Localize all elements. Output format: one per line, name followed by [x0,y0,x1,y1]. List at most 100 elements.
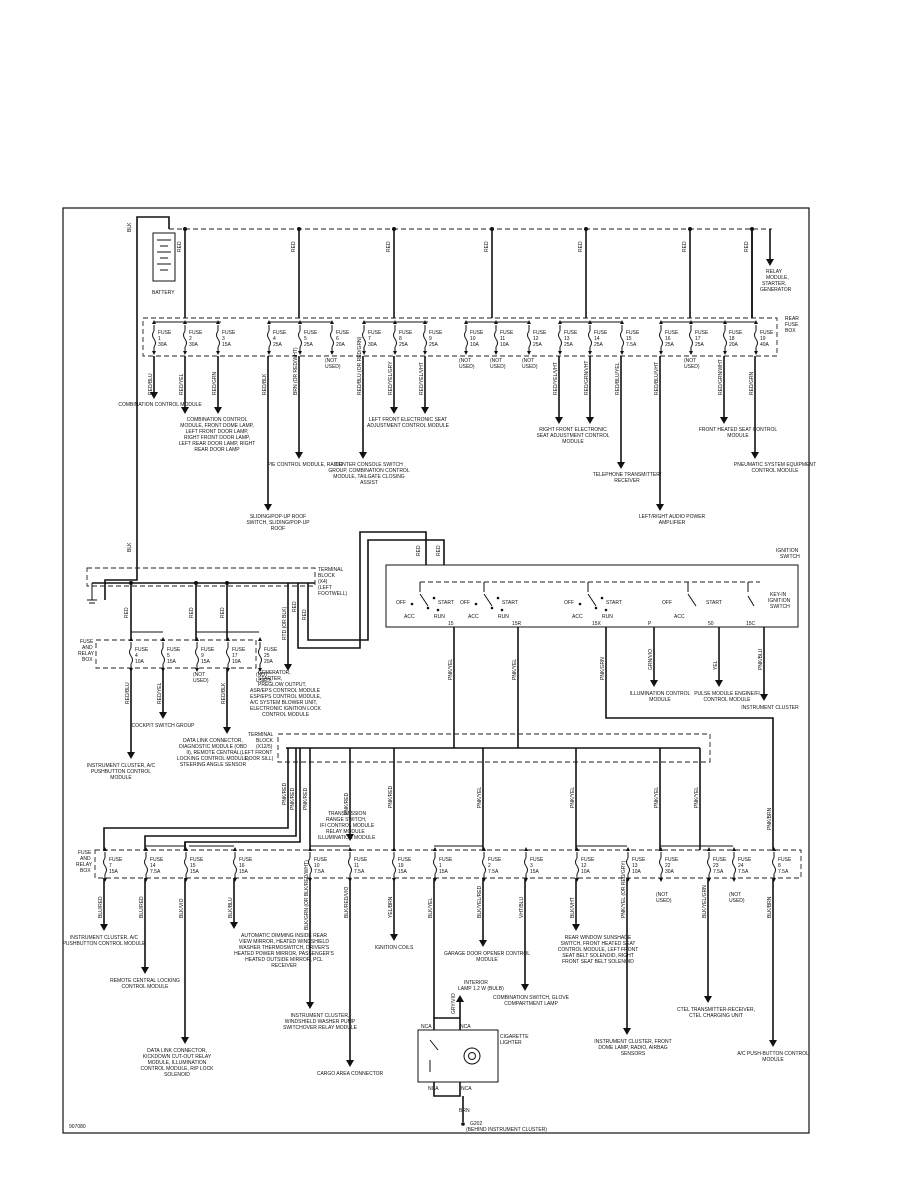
frbot-fuse-1-label: FUSE [439,857,453,863]
rear-fuse-11-label: FUSE [500,330,514,336]
rear-fuse-10-number: 10 [470,336,476,342]
frbot-wire-dest-13: CTEL TRANSMITTER-RECEIVER,CTEL CHARGING … [677,1007,755,1019]
rear-fuse-7-number: 7 [368,336,371,342]
ign-term-2: 15X [592,621,602,627]
frbot-fuse-11-amps: 7.5A [354,869,365,875]
rear-fuse-11-amps: 10A [500,342,510,348]
rear-fuse-8-label: FUSE [399,330,413,336]
frbot-fuse-12-amps: 10A [581,869,591,875]
rear-fuse-2-number: 2 [189,336,192,342]
fuse-relay-box-bottom [94,849,802,879]
svg-text:ACC: ACC [572,614,583,620]
frbot-fuse-14-label: FUSE [150,857,164,863]
rear-wire-color-3: RED/BLK [262,373,268,395]
rear-fuse-10-label: FUSE [470,330,484,336]
frbot-wire-color-11: PNK/YEL (OR RED/GRY) [621,860,627,918]
ign-term-5: 15C [746,621,756,627]
ign-term-1: 15R [512,621,522,627]
rear-fuse-13-amps: 25A [564,342,574,348]
brn-label: BRN [459,1108,470,1114]
frbot-wire-color-5: BLK/RED/VIO [344,886,350,918]
frbot-fuse-10-amps: 7.5A [314,869,325,875]
rear-wire-color-17: RED/GRN/WHT [718,359,724,395]
rear-fuse-4-number: 4 [273,336,276,342]
frbot-fuse-3-amps: 15A [530,869,540,875]
rear-fuse-8-amps: 25A [399,342,409,348]
rear-fuse-14-amps: 25A [594,342,604,348]
rear-fuse-9-number: 9 [429,336,432,342]
frbot-wire-color-10: BLK/VHT [570,897,576,918]
frbot-fuse-15-number: 15 [190,863,196,869]
rear-fuse-15-amps: 7.5A [626,342,637,348]
svg-text:PNK/RED: PNK/RED [282,782,288,805]
frbot-wire-color-9: VHT/BLU [519,896,525,918]
rear-wire-color-15: RED/BLU/VHT [654,362,660,395]
svg-text:RED: RED [292,601,298,612]
rear-fuse-12-number: 12 [533,336,539,342]
frtop-wire-color-1: RED/YEL [157,682,163,704]
rear-fuse-6-number: 6 [336,336,339,342]
frbot-fuse-3-label: FUSE [530,857,544,863]
frbot-fuse-8-label: FUSE [778,857,792,863]
rear-fuse-7-label: FUSE [368,330,382,336]
svg-text:PNK/RED: PNK/RED [303,787,309,810]
svg-text:RUN: RUN [498,614,509,620]
terminal-block-x4 [86,567,316,587]
rear-fuse-3-number: 3 [222,336,225,342]
frtop-fuse-25-amps: 20A [264,659,274,665]
rear-fuse-17-label: FUSE [695,330,709,336]
frbot-fuse-14-amps: 7.5A [150,869,161,875]
svg-text:START: START [606,600,622,606]
frbot-fuse-24-label: FUSE [738,857,752,863]
frbot-fuse-7-amps: 15A [109,869,119,875]
bus-red-299: RED [291,241,297,252]
ign-out-color-3: GRN/VIO [648,649,654,670]
rear-fuse-15-number: 15 [626,336,632,342]
rear-wire-color-12: RED/YEL/VHT [553,362,559,395]
rear-fuse-12-label: FUSE [533,330,547,336]
frbot-fuse-22-label: FUSE [665,857,679,863]
frbot-wire-dest-4: INSTRUMENT CLUSTER,WINDSHIELD WASHER PUM… [283,1013,358,1031]
rear-wire-dest-14: TELEPHONE TRANSMITTER/RECEIVER [593,472,662,484]
nca-label-4: NCA [461,1086,472,1092]
frbot-fuse-10-label: FUSE [314,857,328,863]
rear-wire-color-8: RED/YEL/VHT [419,362,425,395]
frbot-fuse-16-number: 16 [239,863,245,869]
svg-text:PNK/RED: PNK/RED [290,787,296,810]
ign-out-dest-5: INSTRUMENT CLUSTER [741,705,799,711]
rear-fuse-13-label: FUSE [564,330,578,336]
rear-fuse-13-number: 13 [564,336,570,342]
frbot-fuse-12-number: 12 [581,863,587,869]
frtop-red-131: RED [124,607,130,618]
rear-fuse-7-amps: 30A [368,342,378,348]
rear-fuse-2-label: FUSE [189,330,203,336]
svg-text:ACC: ACC [674,614,685,620]
frbot-wire-color-13: BLK/YEL/GRN [702,885,708,918]
frbot-fuse-23-label: FUSE [713,857,727,863]
frbot-fuse-19-amps: 15A [398,869,408,875]
